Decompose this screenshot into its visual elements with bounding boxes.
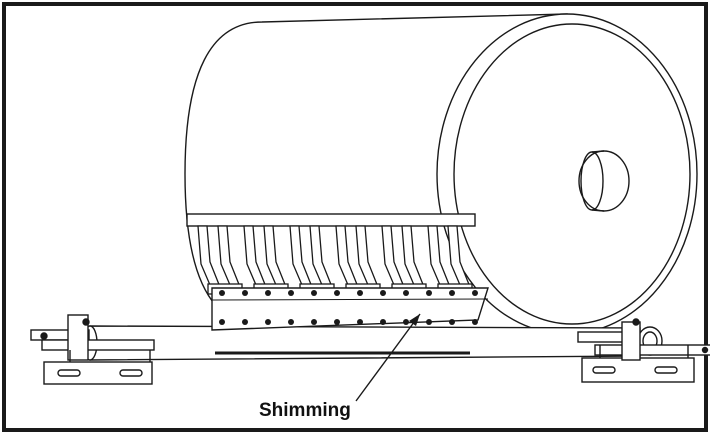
bolt [357, 319, 363, 325]
bolt [288, 319, 294, 325]
drum-hub-bottom [591, 209, 605, 212]
bolt [380, 290, 386, 296]
bolt [449, 290, 455, 296]
bolt [219, 290, 225, 296]
drum-hub-top [591, 150, 605, 153]
shaft [82, 325, 663, 361]
bolt [265, 319, 271, 325]
bolt [449, 319, 455, 325]
drum-assembly [184, 13, 698, 335]
callout-arrowhead [409, 314, 420, 326]
shimming-bar [211, 287, 489, 331]
bolt [472, 290, 478, 296]
bolt [426, 290, 432, 296]
bolt [242, 319, 248, 325]
left-mount-bracket [30, 314, 155, 385]
bolt [472, 319, 478, 325]
bolt [311, 319, 317, 325]
bolt [380, 319, 386, 325]
drum-end-cap-outer [436, 13, 698, 335]
bolt [311, 290, 317, 296]
bolt [334, 290, 340, 296]
tine-mount-rail [186, 213, 476, 227]
bolt [403, 319, 409, 325]
bolt [288, 290, 294, 296]
bolt [357, 290, 363, 296]
bolt [334, 319, 340, 325]
right-mount-bracket [577, 318, 710, 383]
bolt [426, 319, 432, 325]
bolt [403, 290, 409, 296]
bolt [265, 290, 271, 296]
bolt [242, 290, 248, 296]
callout-leader-line [355, 313, 421, 402]
shimming-callout-label: Shimming [259, 400, 351, 421]
drum-end-cap-inner [453, 23, 691, 325]
bolt [219, 319, 225, 325]
